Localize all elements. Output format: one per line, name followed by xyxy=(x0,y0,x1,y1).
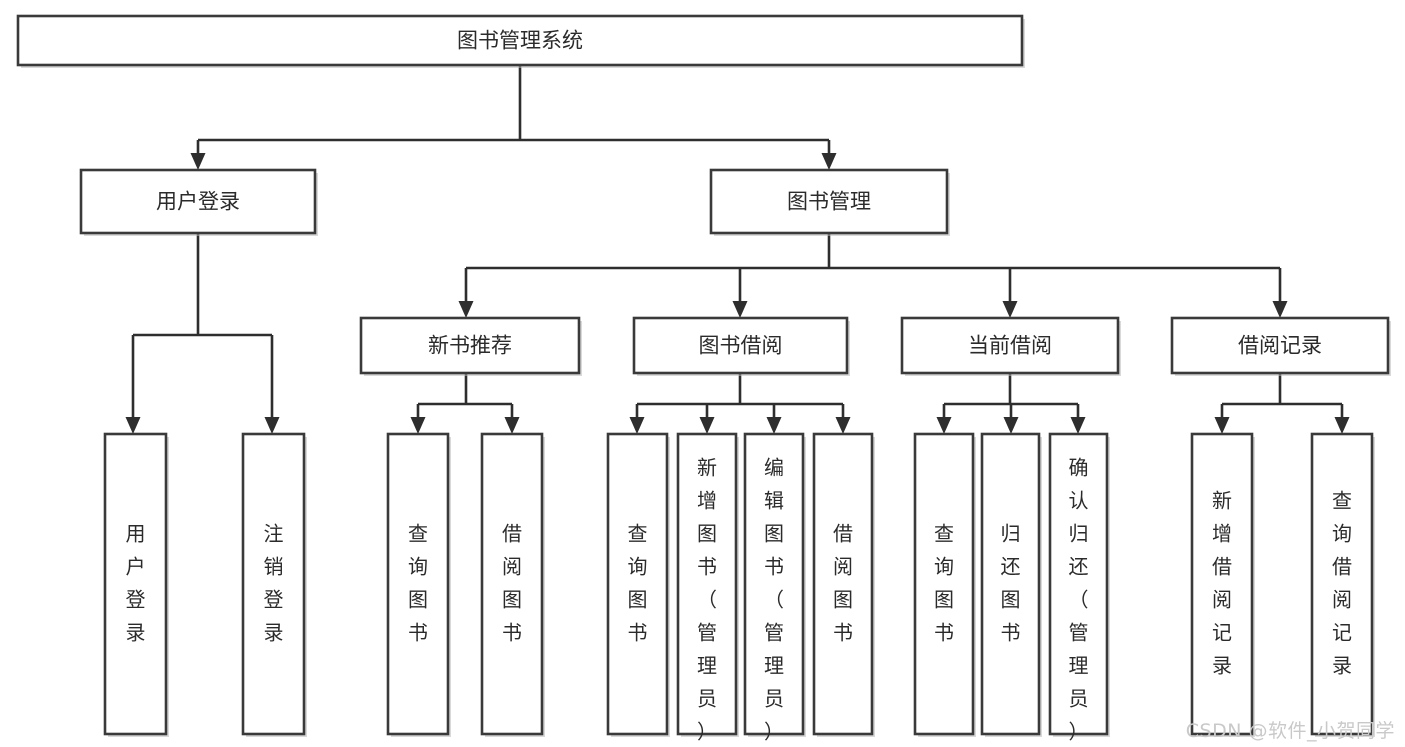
node-box[interactable] xyxy=(743,432,805,736)
node-box[interactable] xyxy=(386,432,450,736)
node-label: 确认归还（管理员） xyxy=(1069,455,1089,743)
connector-arrowhead xyxy=(936,417,952,434)
node-box[interactable] xyxy=(359,316,581,375)
connector-book-borrow-to-leaves xyxy=(629,373,851,434)
node-leaf-leaf-cur-return-book[interactable]: 归还图书 xyxy=(980,432,1042,737)
connector-arrowhead xyxy=(1070,417,1086,434)
node-label: 图书管理 xyxy=(787,190,871,214)
node-box[interactable] xyxy=(676,432,738,736)
node-label: 借阅图书 xyxy=(833,521,853,644)
node-label: 用户登录 xyxy=(156,190,240,214)
connector-arrowhead xyxy=(821,153,837,170)
node-leaf-leaf-rec-query-book[interactable]: 查询图书 xyxy=(386,432,451,737)
node-level2-book-borrow[interactable]: 图书借阅 xyxy=(632,316,850,376)
node-label: 查询图书 xyxy=(628,521,648,644)
node-level2-borrow-record[interactable]: 借阅记录 xyxy=(1170,316,1391,376)
node-label: 查询图书 xyxy=(408,521,428,644)
node-box[interactable] xyxy=(480,432,544,736)
connector-arrowhead xyxy=(1002,301,1018,318)
node-box[interactable] xyxy=(1170,316,1390,375)
node-label: 当前借阅 xyxy=(968,334,1052,358)
node-leaf-leaf-bor-query-book[interactable]: 查询图书 xyxy=(606,432,670,737)
node-label: 查询借阅记录 xyxy=(1332,488,1352,677)
node-box[interactable] xyxy=(606,432,669,736)
nodes-layer: 图书管理系统用户登录图书管理新书推荐图书借阅当前借阅借阅记录用户登录注销登录查询… xyxy=(16,14,1391,743)
csdn-watermark: CSDN @软件_小贺同学 xyxy=(1185,720,1395,742)
connector-arrowhead xyxy=(766,417,782,434)
connectors-layer xyxy=(125,65,1350,434)
connector-arrowhead xyxy=(732,301,748,318)
connector-arrowhead xyxy=(410,417,426,434)
connector-arrowhead xyxy=(835,417,851,434)
node-box[interactable] xyxy=(900,316,1120,375)
connector-borrow-record-to-leaves xyxy=(1214,373,1350,434)
node-label: 新书推荐 xyxy=(428,334,512,358)
node-box[interactable] xyxy=(980,432,1041,736)
connector-arrowhead xyxy=(504,417,520,434)
node-box[interactable] xyxy=(1310,432,1374,736)
connector-arrowhead xyxy=(190,153,206,170)
connector-arrowhead xyxy=(125,417,141,434)
node-box[interactable] xyxy=(79,168,317,235)
node-box[interactable] xyxy=(1048,432,1109,736)
connector-arrowhead xyxy=(264,417,280,434)
node-leaf-leaf-cur-query-book[interactable]: 查询图书 xyxy=(913,432,976,737)
node-label: 新增图书（管理员） xyxy=(697,455,717,743)
node-box[interactable] xyxy=(709,168,949,235)
node-leaf-leaf-bor-borrow-book[interactable]: 借阅图书 xyxy=(812,432,875,737)
connector-user-login-to-leaves xyxy=(125,233,280,434)
connector-arrowhead xyxy=(1214,417,1230,434)
node-box[interactable] xyxy=(632,316,849,375)
node-label: 图书管理系统 xyxy=(457,29,583,53)
node-level2-new-book-recommend[interactable]: 新书推荐 xyxy=(359,316,582,376)
node-label: 查询图书 xyxy=(934,521,954,644)
node-label: 编辑图书（管理员） xyxy=(764,455,784,743)
connector-arrowhead xyxy=(699,417,715,434)
node-label: 借阅图书 xyxy=(502,521,522,644)
node-leaf-leaf-bor-add-book[interactable]: 新增图书（管理员） xyxy=(676,432,739,743)
connector-root-to-level1 xyxy=(190,65,837,170)
connector-new-book-recommend-to-leaves xyxy=(410,373,520,434)
node-leaf-leaf-rec-borrow-book[interactable]: 借阅图书 xyxy=(480,432,545,737)
node-label: 注销登录 xyxy=(264,521,284,644)
node-box[interactable] xyxy=(103,432,168,736)
node-leaf-leaf-bor-edit-book[interactable]: 编辑图书（管理员） xyxy=(743,432,806,743)
node-label: 新增借阅记录 xyxy=(1212,488,1232,677)
connector-arrowhead xyxy=(629,417,645,434)
node-label: 图书借阅 xyxy=(699,334,783,358)
node-level1-book-manage[interactable]: 图书管理 xyxy=(709,168,950,236)
node-box[interactable] xyxy=(241,432,306,736)
connector-arrowhead xyxy=(458,301,474,318)
node-root[interactable]: 图书管理系统 xyxy=(16,14,1025,68)
node-box[interactable] xyxy=(812,432,874,736)
node-level2-current-borrow[interactable]: 当前借阅 xyxy=(900,316,1121,376)
node-box[interactable] xyxy=(1190,432,1254,736)
node-leaf-leaf-rec-add-record[interactable]: 新增借阅记录 xyxy=(1190,432,1255,737)
node-leaf-leaf-user-logout[interactable]: 注销登录 xyxy=(241,432,307,737)
node-label: 借阅记录 xyxy=(1238,334,1322,358)
node-label: 归还图书 xyxy=(1001,521,1021,644)
node-leaf-leaf-user-login[interactable]: 用户登录 xyxy=(103,432,169,737)
node-level1-user-login[interactable]: 用户登录 xyxy=(79,168,318,236)
connector-arrowhead xyxy=(1003,417,1019,434)
node-leaf-leaf-rec-query-record[interactable]: 查询借阅记录 xyxy=(1310,432,1375,737)
node-box[interactable] xyxy=(913,432,975,736)
node-label: 用户登录 xyxy=(126,521,146,644)
node-leaf-leaf-cur-confirm-return[interactable]: 确认归还（管理员） xyxy=(1048,432,1110,743)
connector-book-manage-to-level2 xyxy=(458,233,1288,318)
connector-current-borrow-to-leaves xyxy=(936,373,1086,434)
node-box[interactable] xyxy=(16,14,1024,67)
connector-arrowhead xyxy=(1272,301,1288,318)
connector-arrowhead xyxy=(1334,417,1350,434)
